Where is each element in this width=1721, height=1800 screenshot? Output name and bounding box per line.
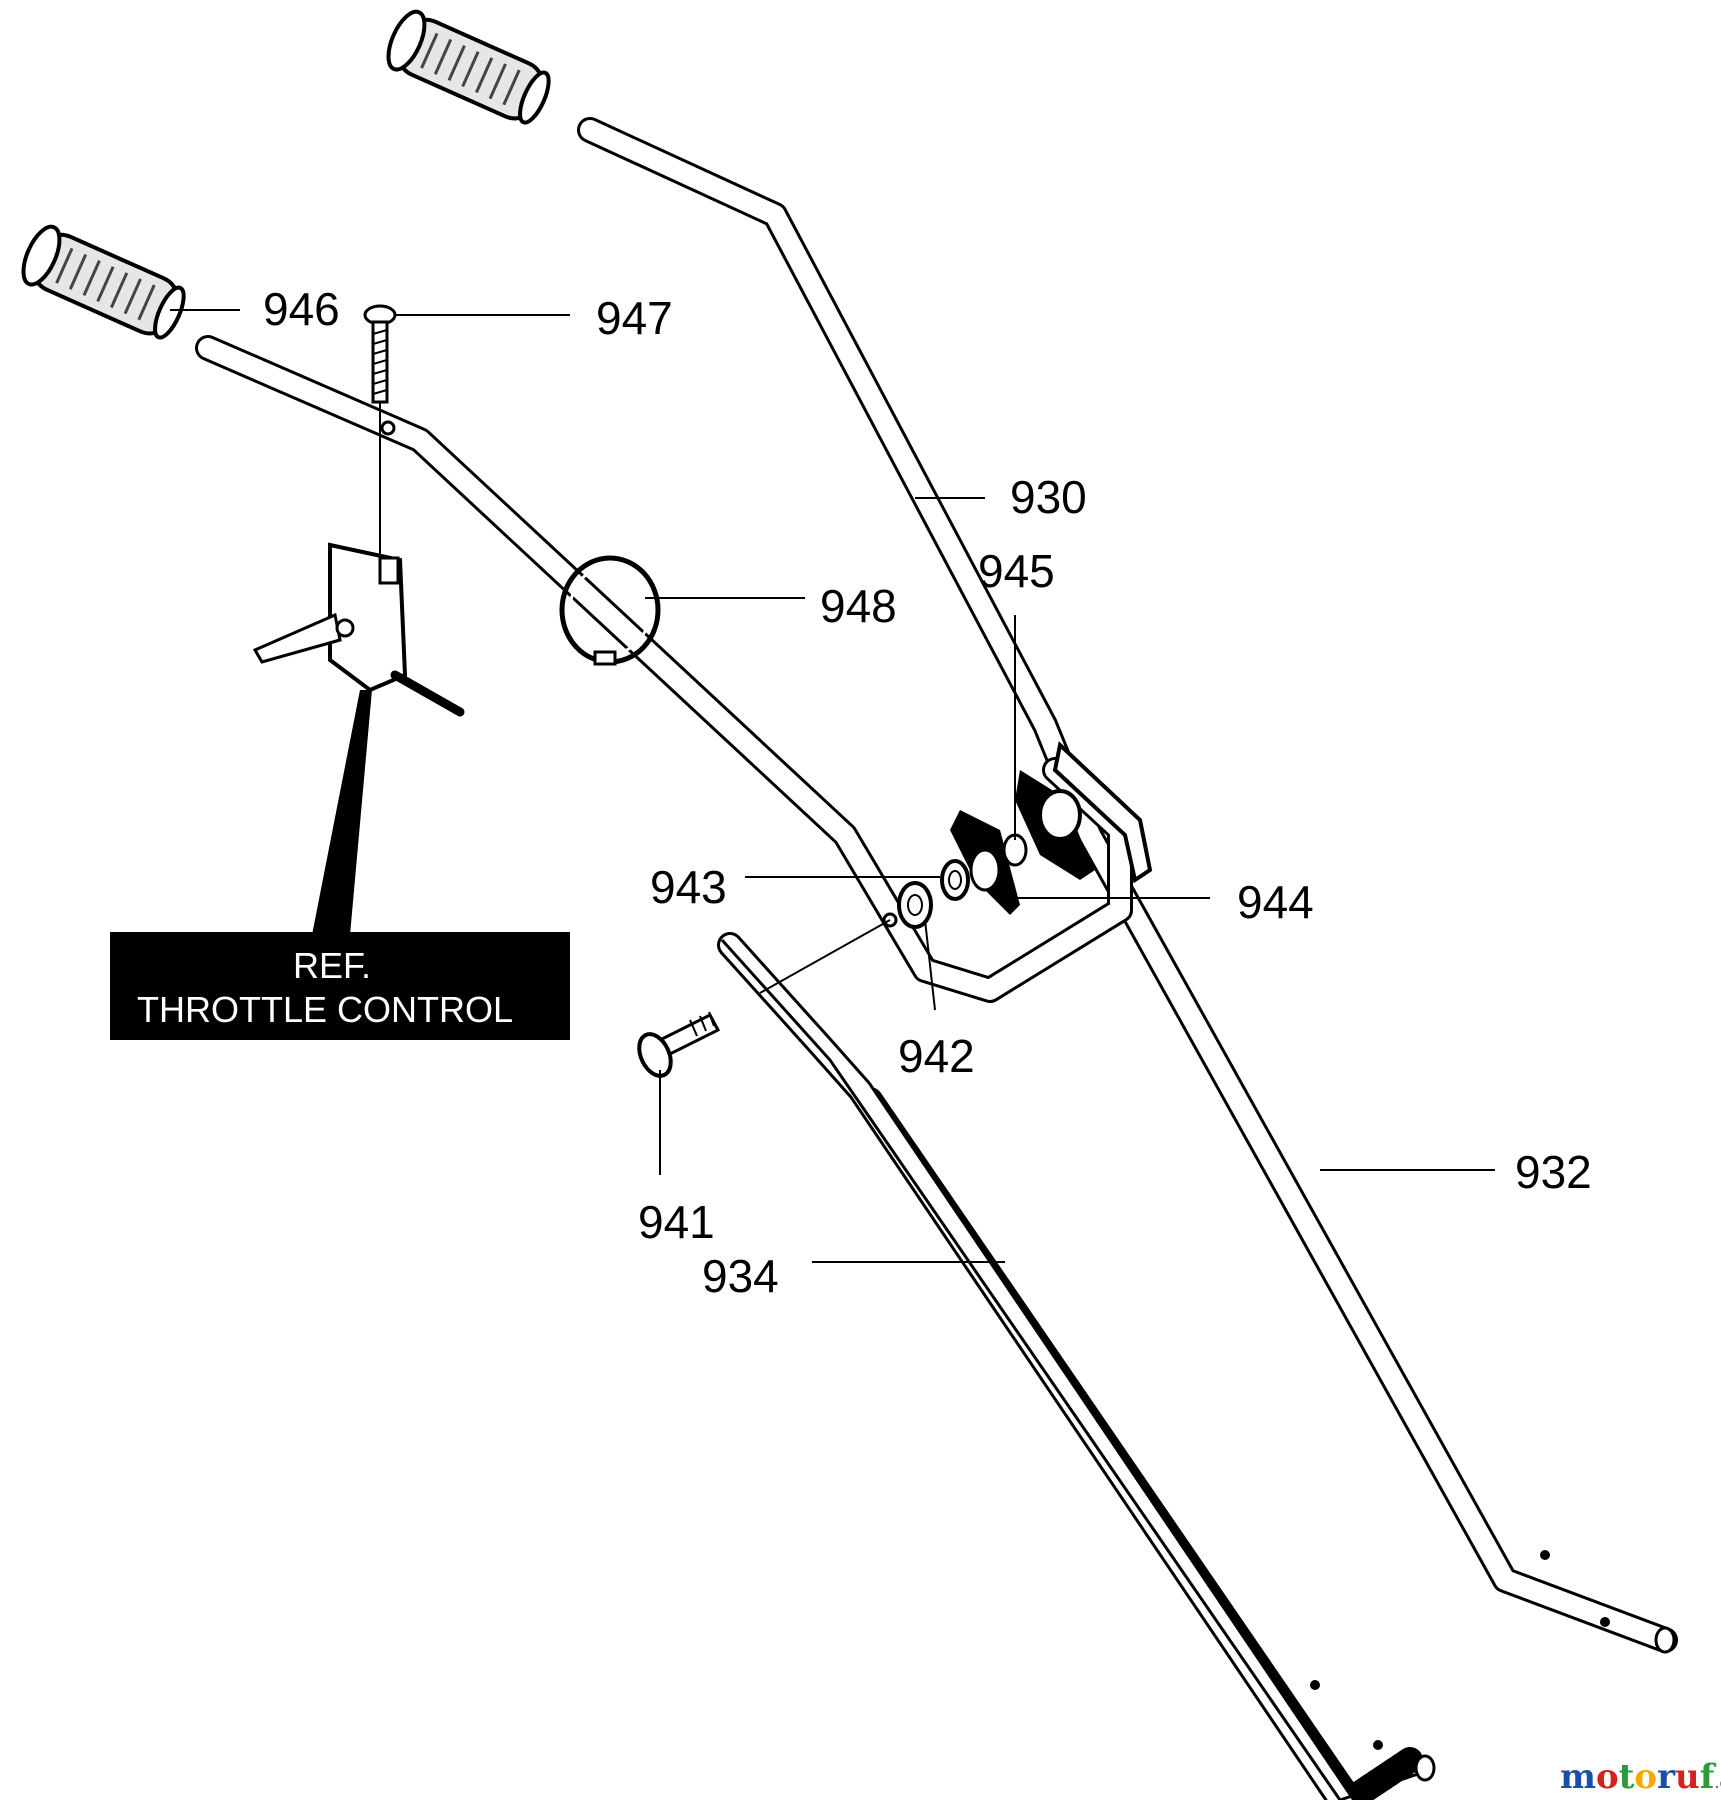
screw-947 <box>363 304 397 560</box>
callout-948: 948 <box>820 580 897 632</box>
upper-left-handle-tube <box>195 335 1133 1003</box>
washer-942 <box>897 881 933 929</box>
watermark-suffix: .de <box>1714 1773 1721 1792</box>
callout-943: 943 <box>650 861 727 913</box>
knob-945 <box>1015 770 1095 880</box>
callout-941: 941 <box>638 1196 715 1248</box>
washer-943 <box>940 859 970 901</box>
watermark-letter: o <box>1634 1757 1657 1797</box>
watermark-letter: t <box>1619 1757 1635 1797</box>
ref-caption: THROTTLE CONTROL <box>137 989 513 1030</box>
callout-945: 945 <box>978 545 1055 597</box>
callout-942: 942 <box>898 1030 975 1082</box>
watermark-letter: f <box>1700 1757 1717 1797</box>
callout-946: 946 <box>263 283 340 335</box>
callout-944: 944 <box>1237 876 1314 928</box>
watermark-text: motoruf.de <box>1560 1757 1721 1797</box>
ref-throttle-control-box: REF. THROTTLE CONTROL <box>110 932 570 1040</box>
upper-grip <box>386 9 551 125</box>
bracket-plate <box>1052 741 1153 884</box>
bolt-941 <box>637 919 891 1078</box>
watermark-letter: o <box>1596 1757 1619 1797</box>
watermark-letter: m <box>1560 1757 1596 1797</box>
callout-932: 932 <box>1515 1146 1592 1198</box>
leader-lines <box>170 309 1495 1263</box>
watermark-letter: r <box>1657 1757 1676 1797</box>
callout-947: 947 <box>596 292 673 344</box>
lower-handle-tube <box>717 932 1436 1800</box>
throttle-control-part <box>252 542 465 935</box>
cable-tie-948 <box>559 555 661 666</box>
knob-944 <box>950 810 1020 915</box>
ref-label: REF. <box>293 945 371 986</box>
callout-934: 934 <box>702 1250 779 1302</box>
watermark-letter: u <box>1675 1757 1700 1797</box>
motoruf-watermark-logo: motoruf.de <box>1560 1757 1721 1797</box>
callout-930: 930 <box>1010 471 1087 523</box>
lower-grip <box>21 224 186 340</box>
